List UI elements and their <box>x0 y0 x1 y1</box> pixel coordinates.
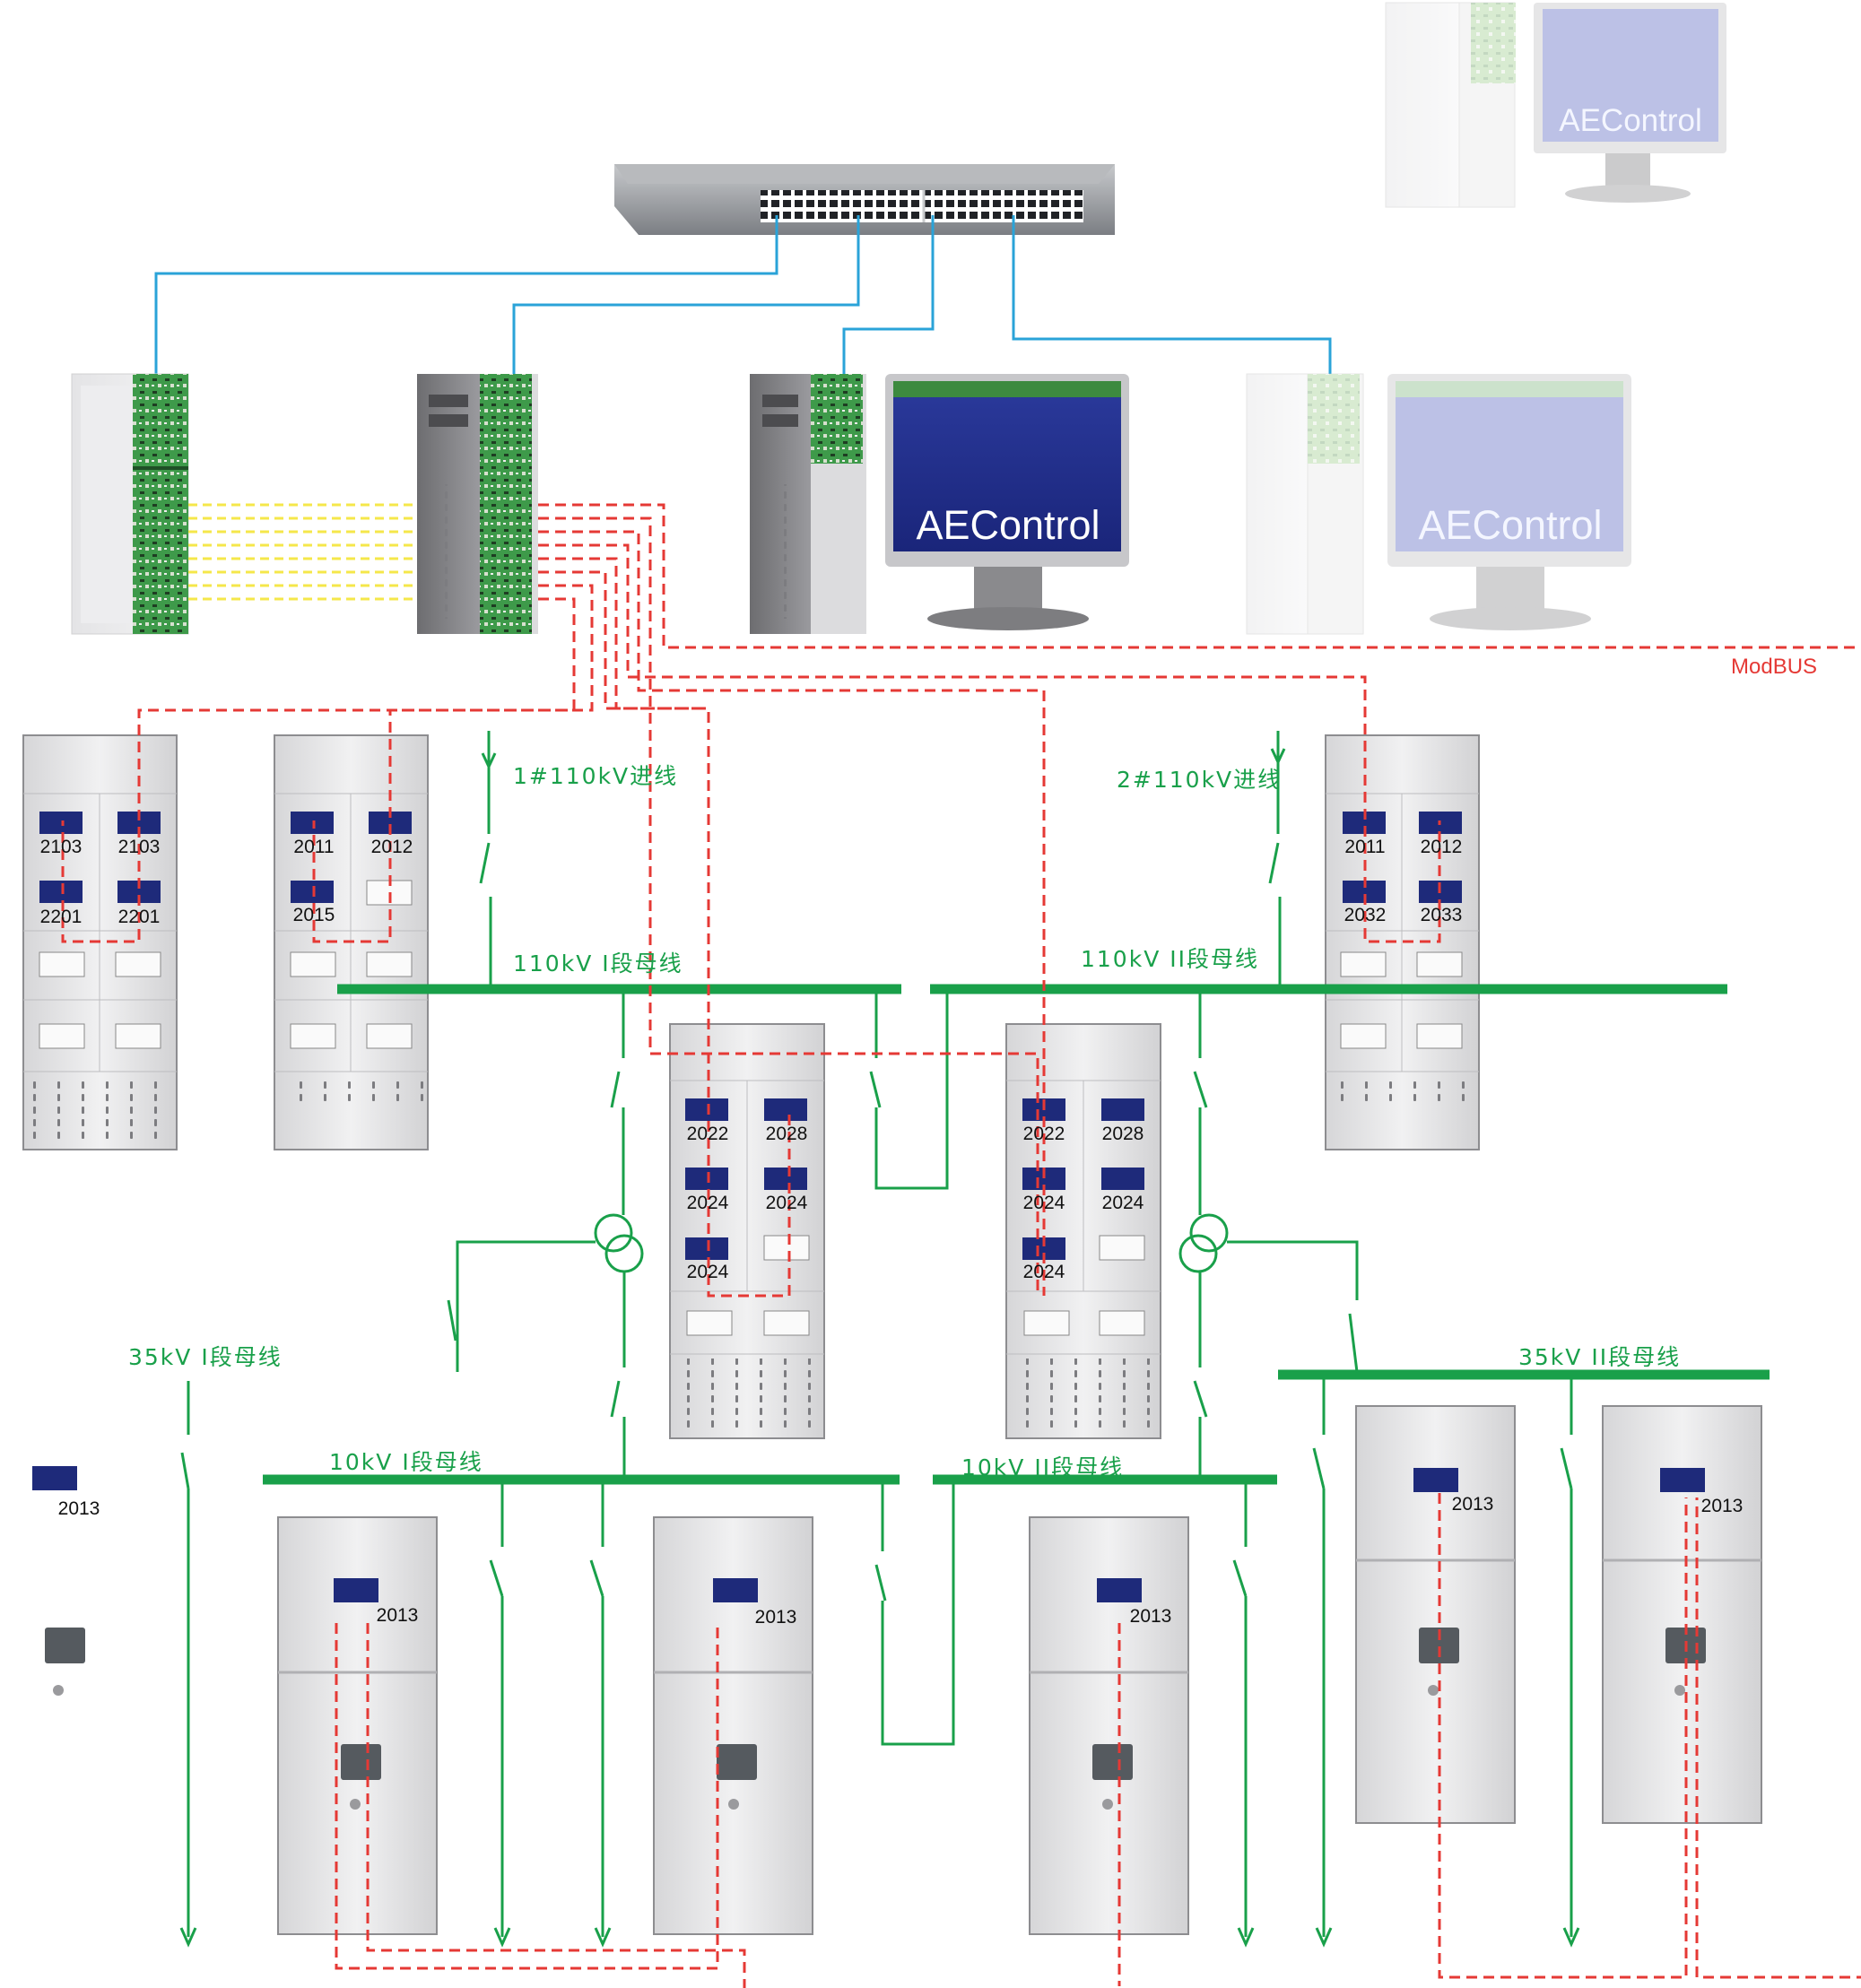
feeder-cabinet-5 <box>1602 1405 1762 1824</box>
standalone-meter <box>32 1466 85 1696</box>
power-lines <box>179 731 1770 1948</box>
cabinet-d <box>669 1023 825 1439</box>
cabinet-c <box>1325 734 1480 1150</box>
feeder-cabinet-2 <box>653 1516 813 1935</box>
remote-workstation <box>1385 2 1726 208</box>
server-tower <box>750 374 866 634</box>
communication-manager-tower <box>417 374 538 634</box>
backup-tower <box>1246 373 1364 635</box>
data-acquisition-tower-1 <box>71 373 189 635</box>
feeder-cabinet-1 <box>277 1516 438 1935</box>
signal-lines <box>188 503 417 601</box>
backup-monitor <box>1387 374 1631 630</box>
feeder-cabinet-3 <box>1029 1516 1189 1935</box>
modbus-lines <box>61 503 1861 1988</box>
main-monitor <box>885 374 1129 630</box>
network-switch <box>614 164 1115 235</box>
cabinet-e <box>1005 1023 1161 1439</box>
feeder-cabinet-4 <box>1355 1405 1516 1824</box>
ethernet-cables <box>154 215 1332 374</box>
